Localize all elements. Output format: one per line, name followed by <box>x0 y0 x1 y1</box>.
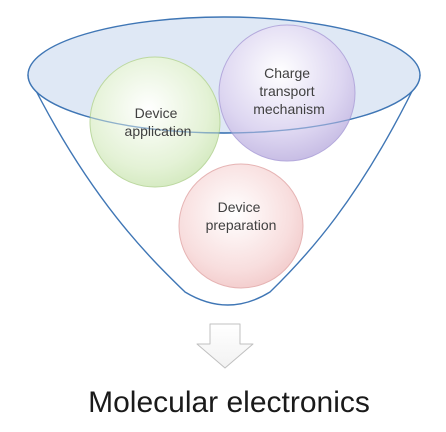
label-charge-transport: Charge transport mechanism <box>253 65 325 117</box>
bubble-device-application <box>89 56 221 188</box>
bubble-charge-transport <box>218 24 356 162</box>
funnel-rim-edge <box>27 74 421 134</box>
label-device-application: Device application <box>125 105 192 139</box>
bubble-device-preparation <box>178 163 304 289</box>
caption-molecular-electronics: Molecular electronics <box>88 386 370 419</box>
label-device-preparation: Device preparation <box>206 199 277 233</box>
down-arrow-icon <box>196 323 254 369</box>
